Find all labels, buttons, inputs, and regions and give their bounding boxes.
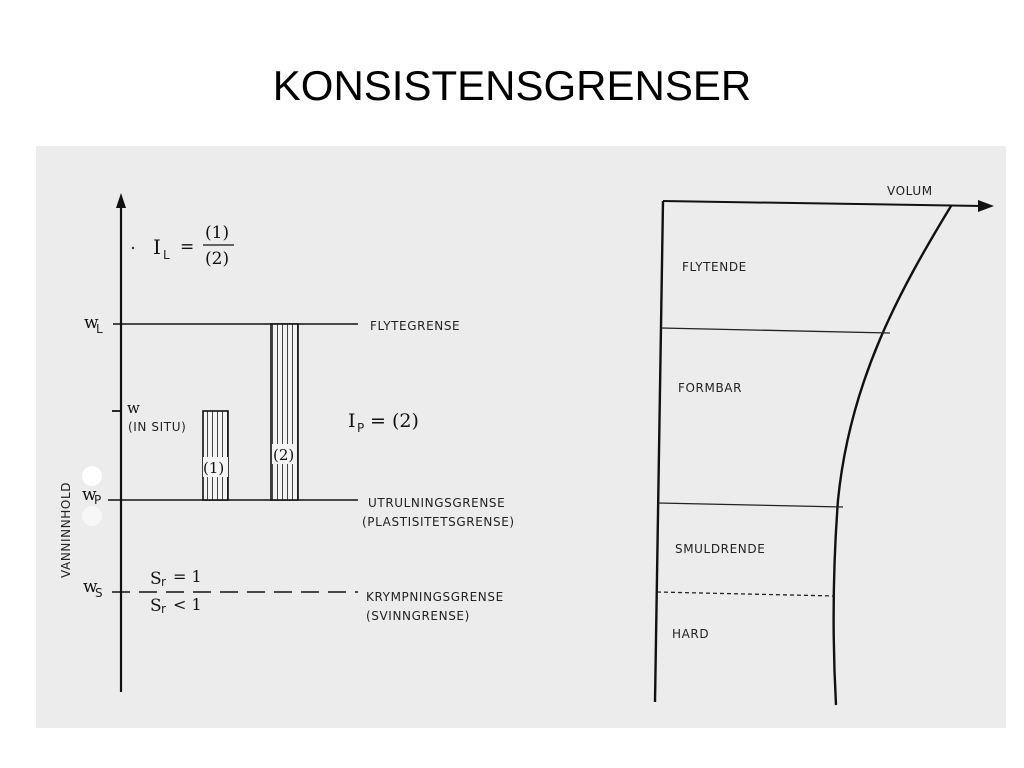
sr-above-symbol: S xyxy=(150,569,162,589)
volume-axis-label: VOLUM xyxy=(887,184,933,198)
ip-rhs: = (2) xyxy=(370,410,419,432)
wp-symbol: w xyxy=(82,485,97,505)
punch-hole xyxy=(82,506,102,526)
bar-1: (1) xyxy=(202,410,229,501)
y-axis-label: VANNINNHOLD xyxy=(59,482,73,578)
punch-hole xyxy=(82,466,102,486)
plastic-limit-level: w P UTRULNINGSGRENSE (PLASTISITETSGRENSE… xyxy=(82,485,515,529)
ws-symbol: w xyxy=(83,577,98,597)
plastic-limit-label: UTRULNINGSGRENSE xyxy=(368,496,505,510)
in-situ-label: (IN SITU) xyxy=(128,420,186,434)
bar-2: (2) xyxy=(270,323,299,501)
in-situ-water-content: w (IN SITU) xyxy=(112,399,186,434)
ws-subscript: S xyxy=(95,586,103,600)
bar-1-label: (1) xyxy=(203,459,224,477)
water-content-axis-right xyxy=(653,200,665,703)
zone-boundary-plastic xyxy=(657,502,844,508)
zone-label-smuldrende: SMULDRENDE xyxy=(675,542,765,556)
ip-symbol: I xyxy=(348,410,356,432)
il-symbol: I xyxy=(153,235,161,259)
saturation-annotation: S r = 1 S r < 1 xyxy=(150,567,202,616)
sr-above-rhs: = 1 xyxy=(173,567,202,586)
scanned-figure-background xyxy=(36,146,1006,728)
axis-arrow-up-icon xyxy=(116,193,126,208)
sr-below-symbol: S xyxy=(150,596,162,616)
liquid-limit-label: FLYTEGRENSE xyxy=(370,319,460,333)
ip-subscript: P xyxy=(357,421,365,435)
w-symbol: w xyxy=(127,399,140,417)
il-subscript: L xyxy=(163,248,170,262)
shrinkage-limit-alt-label: (SVINNGRENSE) xyxy=(366,609,470,623)
water-content-diagram: VANNINNHOLD I L = (1) (2) w L FLYTEGRENS… xyxy=(59,193,515,692)
il-denominator: (2) xyxy=(205,249,229,269)
zone-label-formbar: FORMBAR xyxy=(678,381,742,395)
zone-boundary-liquid xyxy=(660,327,891,334)
shrinkage-limit-level: w S KRYMPNINGSGRENSE (SVINNGRENSE) xyxy=(83,577,504,623)
il-equals: = xyxy=(180,237,194,257)
wl-subscript: L xyxy=(96,322,103,336)
plasticity-index-formula: I P = (2) xyxy=(348,410,419,435)
bar-2-label: (2) xyxy=(273,446,294,464)
axis-arrow-right-icon xyxy=(978,200,994,212)
plastic-limit-alt-label: (PLASTISITETSGRENSE) xyxy=(362,515,515,529)
wl-symbol: w xyxy=(84,313,99,333)
il-numerator: (1) xyxy=(205,223,229,243)
slide-title: KONSISTENSGRENSER xyxy=(272,62,752,109)
zone-label-hard: HARD xyxy=(672,627,709,641)
zone-boundary-shrinkage xyxy=(656,591,836,597)
zone-label-flytende: FLYTENDE xyxy=(682,260,747,274)
liquid-limit-level: w L FLYTEGRENSE xyxy=(84,313,460,336)
shrinkage-curve xyxy=(832,205,953,706)
shrinkage-limit-label: KRYMPNINGSGRENSE xyxy=(366,590,504,604)
liquidity-index-formula: I L = (1) (2) xyxy=(131,223,234,269)
wp-subscript: P xyxy=(94,493,102,507)
volume-diagram: VOLUM FLYTENDE FORMBAR SMULDRENDE HARD xyxy=(653,184,994,706)
sr-above-subscript: r xyxy=(161,575,167,589)
sr-below-subscript: r xyxy=(161,602,167,616)
volume-axis xyxy=(662,200,983,207)
sr-below-rhs: < 1 xyxy=(173,595,202,614)
